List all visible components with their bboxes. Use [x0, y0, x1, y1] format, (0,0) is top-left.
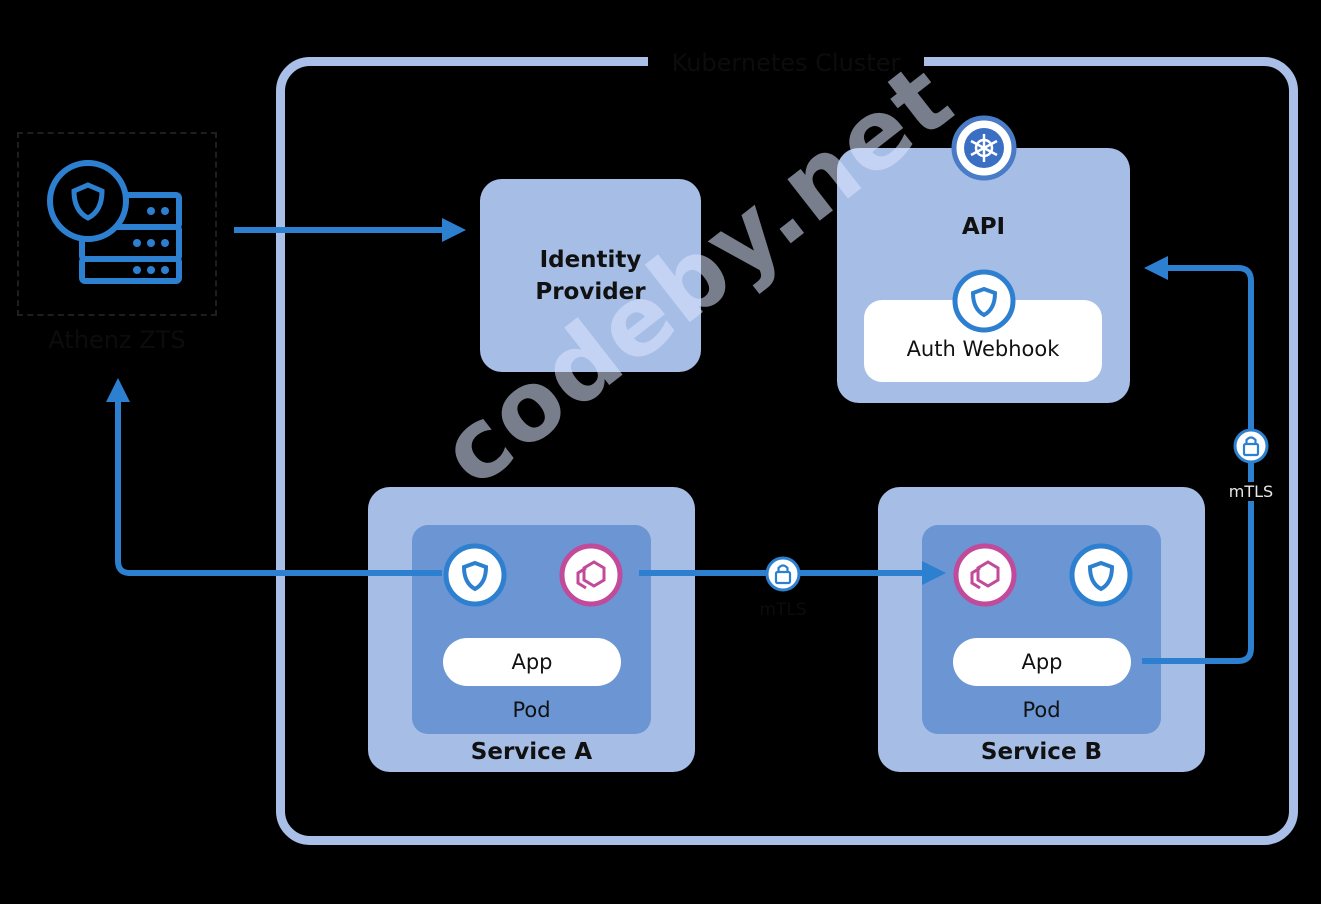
envoy-icon — [953, 543, 1017, 607]
mtls-label-api: mTLS — [1215, 482, 1287, 501]
lock-icon — [1233, 428, 1269, 464]
auth-webhook-label: Auth Webhook — [906, 337, 1060, 361]
shield-icon — [1069, 543, 1133, 607]
service-a-app: App — [443, 638, 621, 686]
api-title: API — [961, 214, 1006, 240]
athenz-zts-label: Athenz ZTS — [48, 326, 186, 354]
shield-icon — [443, 543, 507, 607]
athenz-server-icon — [47, 160, 182, 284]
shield-icon — [952, 269, 1016, 333]
arrow-service-b-to-api — [1142, 265, 1254, 664]
identity-provider-box: Identity Provider — [480, 179, 701, 372]
lock-icon — [765, 556, 801, 592]
service-a-pod-label: Pod — [512, 698, 551, 722]
service-b-label: Service B — [980, 739, 1103, 765]
athenz-zts-box — [17, 132, 217, 316]
service-b-app: App — [953, 638, 1131, 686]
identity-provider-label: Identity Provider — [535, 246, 646, 305]
mtls-label-services: mTLS — [759, 600, 807, 620]
arrow-service-a-to-athenz — [115, 400, 442, 576]
envoy-icon — [559, 543, 623, 607]
service-a-label: Service A — [470, 739, 593, 765]
cluster-title: Kubernetes Cluster — [648, 43, 924, 83]
service-b-pod-label: Pod — [1022, 698, 1061, 722]
kubernetes-icon — [951, 115, 1017, 181]
